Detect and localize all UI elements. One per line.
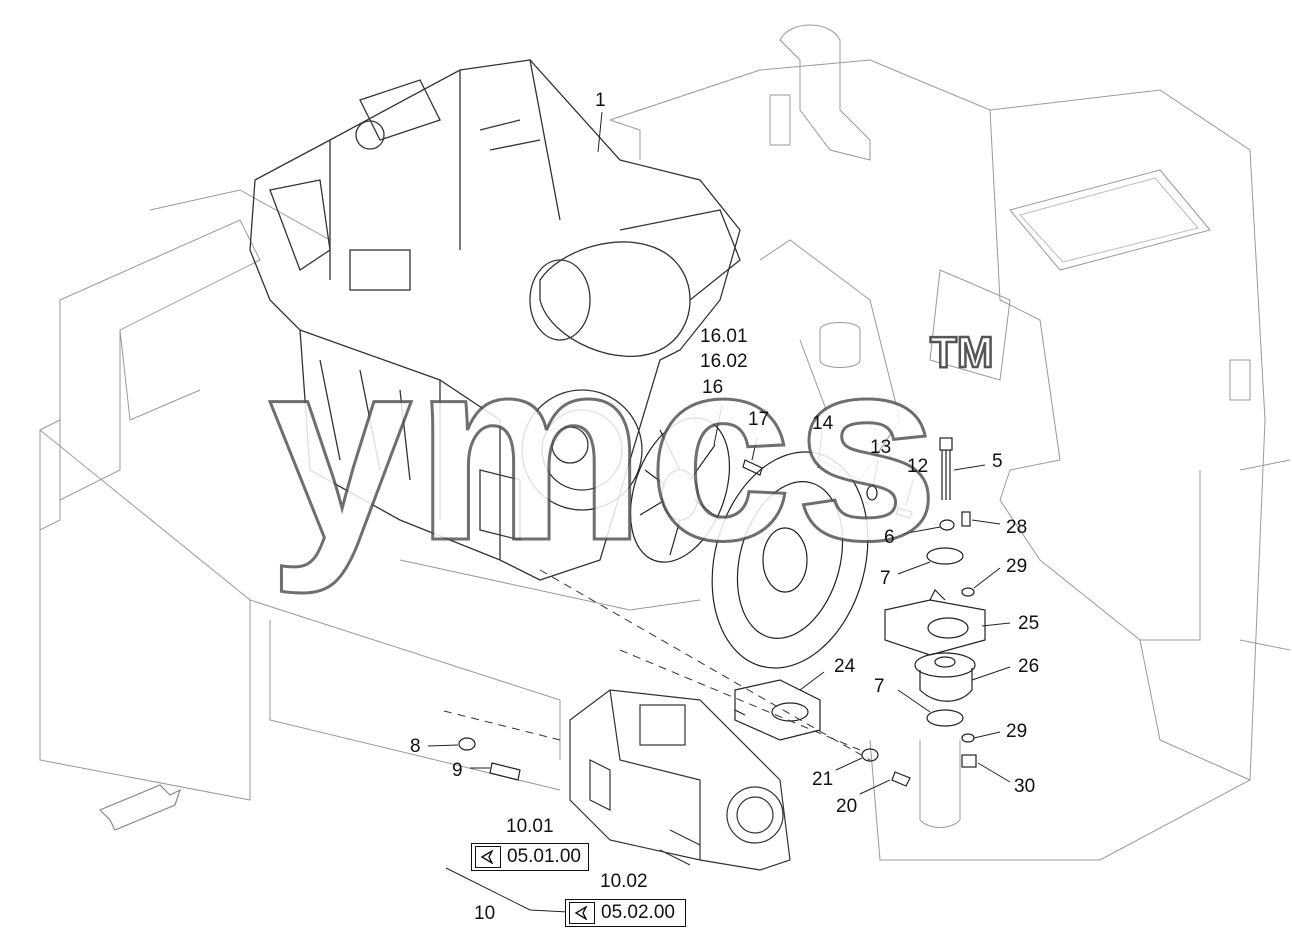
callout-21: 21 (812, 769, 834, 790)
hex-nut (961, 754, 977, 768)
callout-20: 20 (836, 796, 858, 817)
callout-24: 24 (834, 656, 856, 677)
hydraulic-pump (569, 689, 791, 871)
pin (742, 459, 763, 476)
washer-21 (861, 748, 879, 762)
callout-1: 1 (595, 90, 606, 111)
callout-17: 17 (748, 409, 770, 430)
washer-8 (458, 737, 476, 751)
rubber-mount (914, 652, 976, 702)
callout-9: 9 (452, 760, 463, 781)
callout-7-lower: 7 (874, 676, 885, 697)
page-reference-icon (569, 902, 595, 924)
nut-lower (961, 733, 975, 743)
orientation-arrow (98, 784, 182, 831)
callout-25: 25 (1018, 613, 1040, 634)
callout-26: 26 (1018, 656, 1040, 677)
callout-12: 12 (907, 456, 929, 477)
page-reference-icon (475, 846, 501, 868)
reference-label: 05.02.00 (601, 902, 675, 923)
screw (895, 507, 913, 519)
flat-washer-lower (926, 709, 964, 727)
callout-29-upper: 29 (1006, 556, 1028, 577)
callout-6: 6 (884, 527, 895, 548)
callout-8: 8 (410, 736, 421, 757)
washer (866, 485, 878, 501)
flat-washer-upper (926, 547, 964, 565)
callout-13: 13 (870, 437, 892, 458)
callout-5: 5 (992, 451, 1003, 472)
bolt-20 (891, 771, 911, 787)
engine-assembly (249, 59, 741, 581)
nut-screw (961, 511, 971, 527)
flywheel-plate (711, 451, 869, 669)
pump-bracket (734, 679, 821, 741)
callout-30: 30 (1014, 776, 1036, 797)
callout-14: 14 (812, 413, 834, 434)
callout-10-02: 10.02 (600, 871, 648, 892)
callout-16-01: 16.01 (700, 326, 748, 347)
reference-label: 05.01.00 (507, 846, 581, 867)
mount-bracket (884, 588, 986, 656)
callout-10-01: 10.01 (506, 816, 554, 837)
callout-16: 16 (702, 377, 724, 398)
coupling-disc (629, 417, 731, 563)
callout-29-lower: 29 (1006, 721, 1028, 742)
watermark: ymcs (267, 304, 941, 597)
bolt-9 (489, 762, 521, 781)
reference-box-05-02-00[interactable]: 05.02.00 (565, 899, 686, 927)
callout-28: 28 (1006, 517, 1028, 538)
leader-lines (427, 111, 1011, 795)
callout-7-upper: 7 (880, 568, 891, 589)
nut-upper (961, 587, 975, 597)
callout-10: 10 (474, 903, 496, 924)
lock-washer (939, 519, 955, 531)
callout-16-02: 16.02 (700, 351, 748, 372)
group-bracket (445, 867, 569, 913)
trademark-mark: TM (929, 327, 995, 379)
reference-box-05-01-00[interactable]: 05.01.00 (471, 843, 589, 871)
bolt (939, 437, 953, 500)
machine-frame-outline (39, 24, 1291, 861)
assembly-dashed-lines (443, 569, 871, 761)
